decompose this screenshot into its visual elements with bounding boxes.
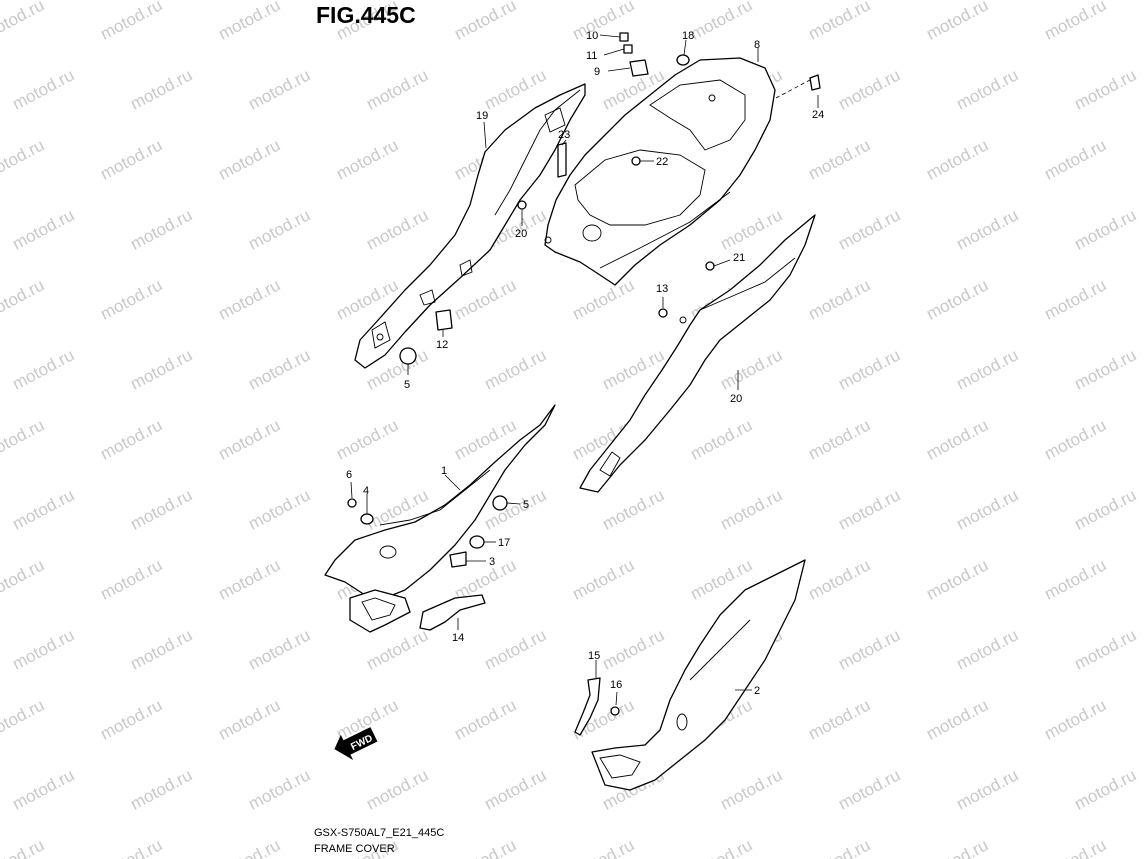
leader-lines: [350, 34, 819, 706]
callout-20: 20: [515, 228, 527, 240]
callout-24: 24: [812, 109, 824, 121]
part-14-stay: [574, 677, 601, 736]
figure-title: FIG.445C: [316, 2, 416, 28]
callout-17: 18: [682, 30, 694, 42]
callout-23: 23: [558, 129, 570, 141]
callout-5a: 5: [404, 379, 410, 391]
callout-13: 14: [452, 632, 464, 644]
callout-labels: 10 11 9 18 8 24 23 22 20 21 13 19 12 5 2…: [346, 30, 824, 697]
callout-1: 1: [441, 465, 447, 477]
section-name: FRAME COVER: [314, 843, 395, 855]
callout-7: 8: [754, 39, 760, 51]
part-13-bracket: [419, 594, 486, 631]
part-1-frame-cover: [324, 404, 556, 633]
callout-16: 17: [498, 537, 510, 549]
callout-14: 15: [588, 650, 600, 662]
callout-2: 2: [754, 685, 760, 697]
callout-18: 19: [476, 110, 488, 122]
fwd-arrow-icon: FWD: [334, 727, 378, 761]
callout-10: 11: [586, 50, 597, 62]
part-2-frame-cover-lower: [591, 559, 806, 791]
callout-11: 12: [436, 339, 448, 351]
callout-5b: 5: [523, 499, 529, 511]
part-19-tail-side-cover: [579, 214, 816, 493]
callout-6: 6: [346, 469, 352, 481]
callout-12: 13: [656, 283, 668, 295]
callout-9: 10: [586, 30, 598, 42]
callout-21: 21: [733, 252, 745, 264]
callout-4: 4: [363, 485, 369, 497]
callout-22: 22: [656, 156, 668, 168]
model-code: GSX-S750AL7_E21_445C: [314, 827, 445, 839]
part-7-tail-cowl: [544, 57, 776, 286]
callout-8: 9: [594, 66, 600, 78]
callout-19: 20: [730, 393, 742, 405]
part-18-tail-cover-left: [354, 83, 586, 369]
callout-15: 16: [610, 679, 622, 691]
callout-3: 3: [489, 556, 495, 568]
